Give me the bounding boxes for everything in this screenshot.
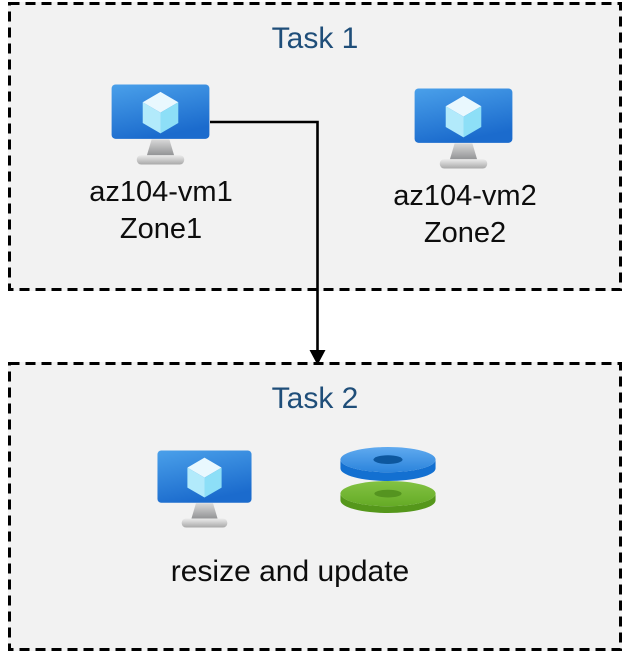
task2-caption: resize and update [170,555,410,588]
vm2-name: az104-vm2 [393,180,537,212]
vm1-name: az104-vm1 [89,176,233,208]
task1-title: Task 1 [271,22,359,55]
task2-title: Task 2 [271,382,359,415]
vm2-virtual-machine-icon [414,88,513,169]
vm1-label: az104-vm1 Zone1 [59,174,263,248]
task1-box: Task 1 az104-vm1 Zone1 az104-vm2 Zone2 [8,2,622,291]
task2-box: Task 2 resize and update [8,362,622,651]
vm1-virtual-machine-icon [111,84,210,165]
task2-virtual-machine-icon [157,450,252,528]
vm1-zone: Zone1 [119,213,203,245]
vm2-label: az104-vm2 Zone2 [363,178,567,252]
vm2-zone: Zone2 [423,217,507,249]
disks-stack-icon [338,447,438,513]
